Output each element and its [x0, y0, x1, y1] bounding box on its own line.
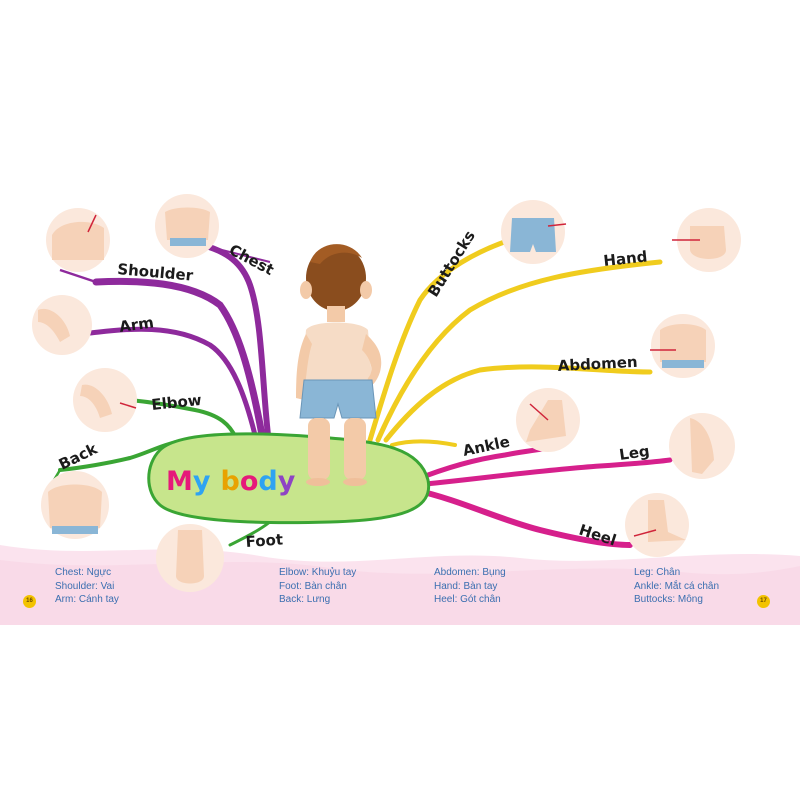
glossary-column-1: Chest: Ngực Shoulder: Vai Arm: Cánh tay [55, 566, 119, 607]
glossary-item: Abdomen: Bụng [434, 567, 506, 578]
label-foot: Foot [245, 530, 284, 551]
title-letter: o [240, 466, 259, 497]
branch-buttocks [367, 237, 513, 443]
label-abdomen: Abdomen [557, 353, 638, 375]
glossary-item: Buttocks: Mông [634, 594, 703, 605]
page-number-left: 16 [23, 595, 36, 608]
glossary-item: Heel: Gót chân [434, 594, 501, 605]
branch-leg [412, 457, 673, 488]
heel-image [625, 493, 689, 557]
elbow-image [73, 368, 137, 432]
label-elbow: Elbow [151, 391, 203, 414]
glossary-item: Hand: Bàn tay [434, 580, 498, 592]
buttocks-image [501, 200, 567, 264]
label-hand: Hand [603, 247, 649, 270]
title-letter: d [258, 466, 277, 497]
glossary-item: Leg: Chân [634, 567, 681, 578]
foot-image [156, 524, 224, 592]
glossary-item: Chest: Ngực [55, 567, 112, 578]
glossary-item: Back: Lưng [279, 594, 331, 605]
ankle-image [516, 388, 580, 452]
branch-chest [203, 243, 271, 438]
hand-image [672, 208, 741, 272]
label-arm: Arm [118, 313, 155, 336]
glossary-item: Foot: Bàn chân [279, 580, 347, 592]
boy-figure [296, 244, 382, 486]
arm-image [32, 295, 92, 355]
leg-image [669, 413, 735, 479]
chest-image [155, 194, 219, 258]
page-number-right: 17 [757, 595, 770, 608]
label-heel: Heel [577, 521, 619, 550]
label-leg: Leg [618, 442, 651, 464]
glossary-item: Elbow: Khuỷu tay [279, 567, 357, 578]
label-chest: Chest [226, 241, 277, 279]
glossary-item: Arm: Cánh tay [55, 594, 119, 605]
title-letter: b [220, 466, 239, 497]
branch-arm [87, 326, 258, 438]
title-letter: M [166, 466, 193, 497]
glossary-item: Shoulder: Vai [55, 580, 115, 592]
glossary-column-4: Leg: Chân Ankle: Mắt cá chân Buttocks: M… [634, 566, 719, 607]
glossary-item: Ankle: Mắt cá chân [634, 580, 720, 592]
branch-ankle-magenta [412, 445, 553, 483]
glossary-column-2: Elbow: Khuỷu tay Foot: Bàn chân Back: Lư… [279, 566, 356, 607]
abdomen-image [650, 314, 715, 378]
branch-abdomen [383, 364, 653, 443]
branch-hand [375, 259, 663, 443]
branch-shoulder [92, 277, 266, 439]
back-image [41, 471, 109, 539]
title-letter: y [278, 466, 296, 497]
glossary-column-3: Abdomen: Bụng Hand: Bàn tay Heel: Gót ch… [434, 566, 506, 607]
label-buttocks: Buttocks [424, 227, 479, 300]
branch-ankle [390, 439, 457, 447]
branch-elbow [128, 398, 238, 440]
shoulder-image [46, 208, 110, 272]
branch-heel [412, 487, 633, 548]
title-letter: y [193, 466, 211, 497]
